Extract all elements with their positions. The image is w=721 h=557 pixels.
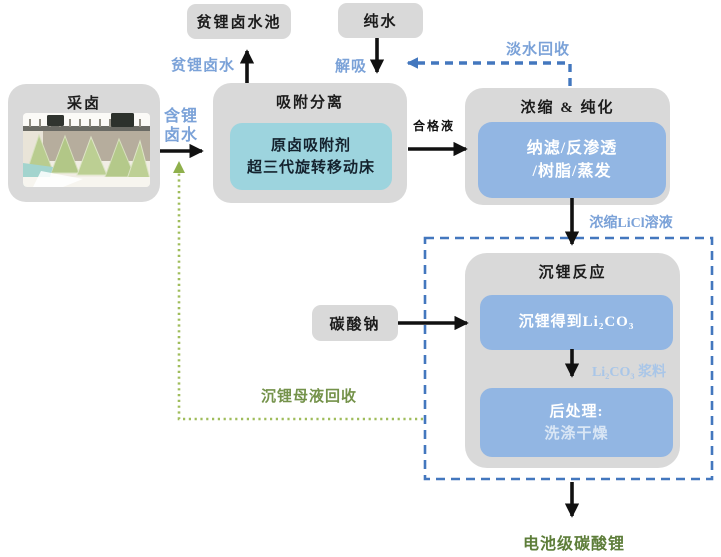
label-li-brine-line2: 卤水 — [163, 127, 198, 144]
label-battery-grade-output: 电池级碳酸锂 — [522, 536, 625, 553]
adsorption-bed-line2: 超三代旋转移动床 — [246, 159, 375, 176]
adsorption-bed-line1: 原卤吸附剂 — [270, 137, 351, 154]
label-poor-li-brine: 贫锂卤水 — [170, 58, 235, 74]
membrane-line1: 纳滤/反渗透 — [526, 140, 618, 157]
label-li-brine: 含锂 卤水 — [160, 107, 202, 145]
node-label: 纯水 — [363, 14, 398, 30]
brine-extraction-photo — [23, 113, 150, 187]
arrow-freshwater-recycle — [406, 57, 572, 86]
node-label: 碳酸钠 — [329, 316, 381, 333]
post-treatment-line2: 洗涤干燥 — [544, 425, 609, 442]
node-title: 沉锂反应 — [538, 265, 607, 281]
label-li2co3-slurry: Li₂CO₃ 浆料 — [591, 365, 667, 380]
adsorption-bed-box: 原卤吸附剂 超三代旋转移动床 — [230, 123, 392, 190]
post-treatment-line1: 后处理: — [549, 403, 604, 420]
membrane-process-box: 纳滤/反渗透 /树脂/蒸发 — [478, 122, 666, 198]
node-title: 浓缩 & 纯化 — [520, 100, 615, 116]
label-licl-solution: 浓缩LiCl溶液 — [589, 216, 673, 231]
node-soda-ash: 碳酸钠 — [312, 305, 398, 341]
truck-right — [111, 113, 134, 127]
label-freshwater-recycle: 淡水回收 — [505, 42, 570, 58]
label-li-brine-line1: 含锂 — [163, 108, 198, 125]
node-poor-brine-pool: 贫锂卤水池 — [187, 4, 291, 39]
post-treatment-box: 后处理: 洗涤干燥 — [480, 388, 673, 457]
node-title: 采卤 — [66, 96, 101, 112]
label-qualified-liquid: 合格液 — [412, 119, 455, 133]
truck-left — [47, 115, 64, 126]
node-title: 吸附分离 — [275, 95, 344, 111]
precipitation-step1-box: 沉锂得到Li₂CO₃ — [480, 295, 673, 350]
label-mother-liquor-recycle: 沉锂母液回收 — [260, 389, 357, 405]
membrane-line2: /树脂/蒸发 — [532, 163, 612, 180]
precipitation-step1: 沉锂得到Li₂CO₃ — [518, 314, 635, 330]
brine-photo-art — [23, 113, 150, 187]
node-pure-water: 纯水 — [338, 3, 423, 38]
node-label: 贫锂卤水池 — [196, 15, 282, 31]
label-desorption: 解吸 — [334, 59, 367, 75]
